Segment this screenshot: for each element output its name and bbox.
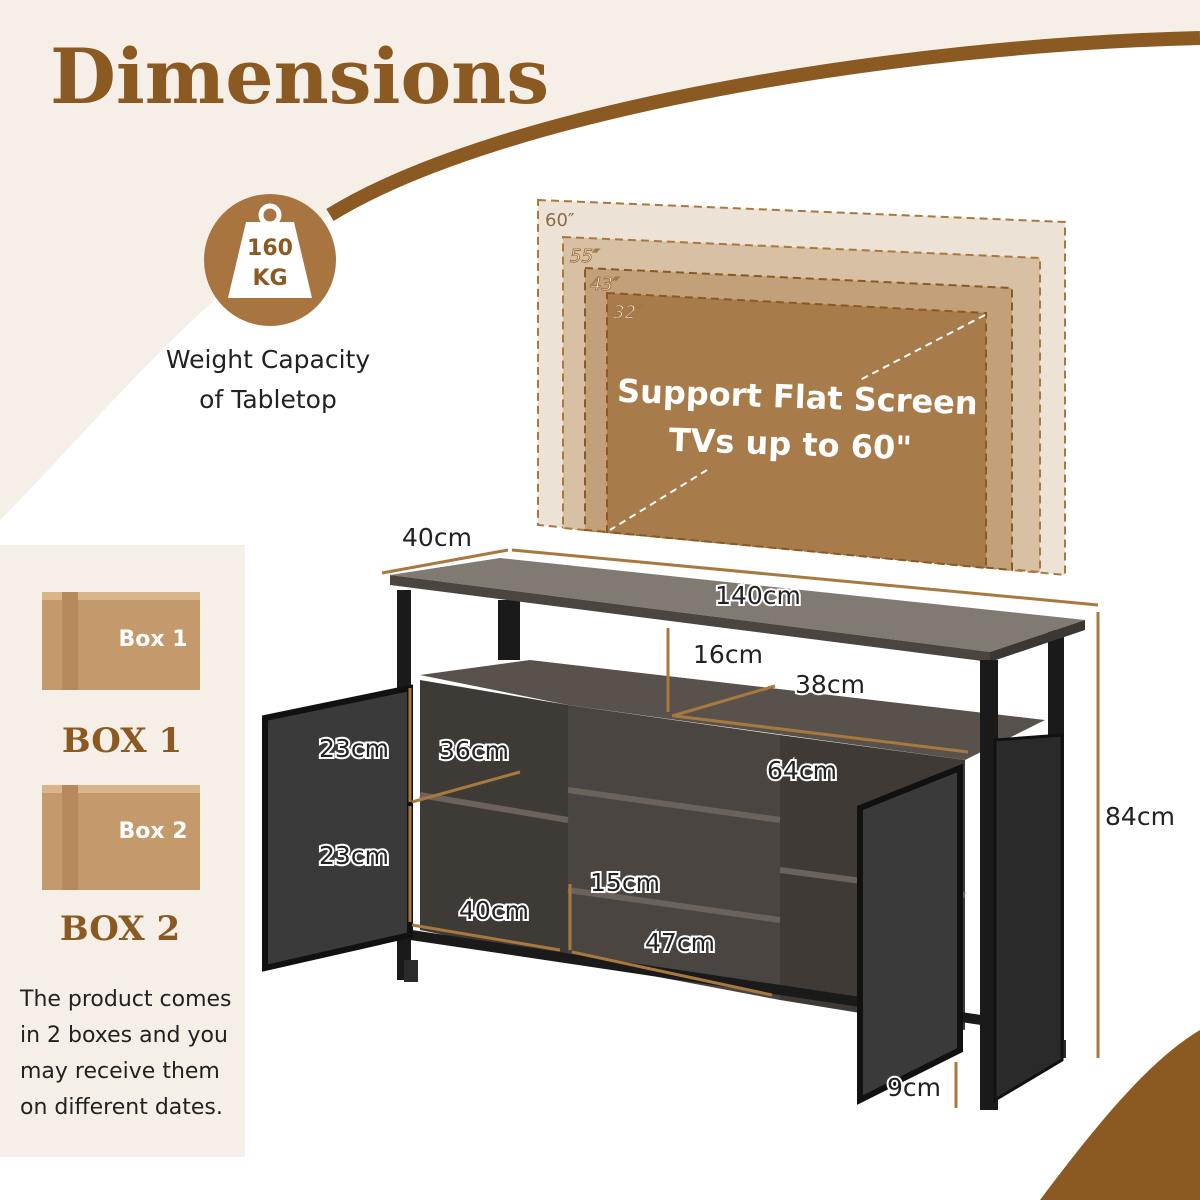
weight-icon (228, 203, 312, 298)
tv-size-label: 55″ (570, 246, 600, 267)
weight-unit: KG (252, 266, 287, 291)
box-1: Box 1 (42, 592, 200, 690)
depth-label: 40cm (402, 523, 472, 552)
box-1-sticker: Box 1 (118, 627, 187, 652)
width-label: 140cm (715, 581, 801, 610)
leg-height-label: 9cm (887, 1073, 941, 1102)
tv-size-label: 32″ (613, 302, 643, 323)
tv-size-guide: 60″ 55″ 43″ 32″ Support Flat Screen TVs … (537, 198, 1066, 577)
note-line: in 2 boxes and you (20, 1023, 228, 1048)
box-2: Box 2 (42, 785, 200, 890)
height-label: 84cm (1105, 802, 1175, 831)
left-shelf-depth-label: 36cm (439, 736, 509, 765)
note-line: The product comes (19, 987, 232, 1012)
weight-badge: 160 KG (204, 194, 336, 326)
right-mesh-door (857, 763, 963, 1105)
note-line: may receive them (20, 1059, 220, 1084)
page-title: Dimensions (50, 32, 549, 121)
left-bottom-width-label: 40cm (459, 896, 529, 925)
tv-frame-32 (606, 291, 987, 570)
shipping-note: The product comes in 2 boxes and you may… (19, 987, 232, 1120)
left-lower-height-label: 23cm (319, 841, 389, 870)
wine-width-label: 47cm (645, 928, 715, 957)
accent-curve (326, 31, 1200, 221)
left-upper-height-label: 23cm (319, 734, 389, 763)
dimension-arrows (381, 548, 1100, 1108)
box-2-label: BOX 2 (60, 909, 180, 949)
wine-height-label: 15cm (590, 868, 660, 897)
weight-caption-line1: Weight Capacity (166, 345, 371, 374)
tv-stand-cabinet (262, 558, 1085, 1110)
left-mesh-door (262, 684, 413, 972)
dimension-labels: 40cm 140cm 84cm 16cm 38cm 23cm 36cm 64cm… (317, 521, 1177, 1104)
weight-caption-line2: of Tabletop (199, 385, 337, 414)
open-shelf-height-label: 16cm (693, 640, 763, 669)
background-shape (0, 0, 1200, 520)
tv-support-text-line2: TVs up to 60" (668, 421, 912, 467)
box-1-label: BOX 1 (62, 721, 182, 761)
center-width-label: 64cm (767, 756, 837, 785)
open-shelf-depth-label: 38cm (795, 670, 865, 699)
corner-accent (1040, 1030, 1200, 1200)
weight-value: 160 (247, 236, 293, 261)
note-line: on different dates. (20, 1095, 223, 1120)
box-2-sticker: Box 2 (118, 819, 187, 844)
tv-size-label: 43″ (590, 274, 620, 295)
tv-size-label: 60″ (545, 210, 575, 231)
